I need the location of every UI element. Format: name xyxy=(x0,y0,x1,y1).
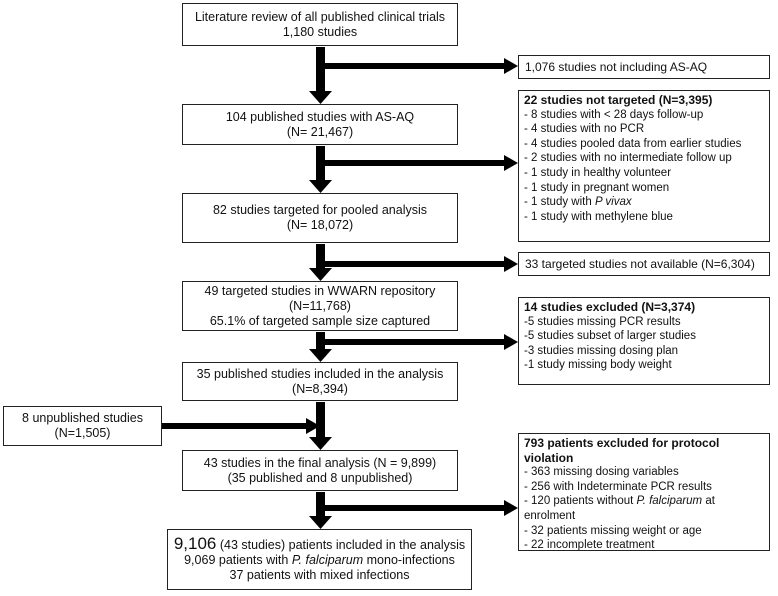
not-targeted-title: 22 studies not targeted (N=3,395) xyxy=(524,93,713,107)
box-targeted-studies: 82 studies targeted for pooled analysis … xyxy=(182,193,458,243)
arrow-head-4 xyxy=(309,349,332,362)
box-wwarn-repository: 49 targeted studies in WWARN repository … xyxy=(182,281,458,331)
final-line-2: (35 published and 8 unpublished) xyxy=(227,470,413,485)
excluded-item: -5 studies missing PCR results xyxy=(524,315,681,328)
side-arrow-shaft-4 xyxy=(320,339,506,345)
box-literature-review: Literature review of all published clini… xyxy=(182,3,458,46)
side-arrow-shaft-6 xyxy=(320,505,506,511)
side-arrow-head-3 xyxy=(504,256,518,272)
not-targeted-item: - 4 studies pooled data from earlier stu… xyxy=(524,137,742,150)
patients-line-2-species: P. falciparum xyxy=(291,553,364,567)
protocol-item: - 363 missing dosing variables xyxy=(524,466,679,479)
not-available-text: 33 targeted studies not available (N=6,3… xyxy=(525,257,755,271)
repository-line-3: 65.1% of targeted sample size captured xyxy=(209,313,431,328)
asaq-line-1: 104 published studies with AS-AQ xyxy=(225,109,415,124)
patients-count: 9,106 xyxy=(173,534,217,553)
protocol-item: - 22 incomplete treatment xyxy=(524,539,655,552)
side-arrow-head-4 xyxy=(504,334,518,350)
not-targeted-item: - 4 studies with no PCR xyxy=(524,123,645,136)
lit-review-line-2: 1,180 studies xyxy=(282,24,358,39)
patients-line-1: 9,106 (43 studies) patients included in … xyxy=(173,534,466,553)
pf-species: P. falciparum xyxy=(636,495,703,508)
targeted-line-2: (N= 18,072) xyxy=(286,218,354,232)
arrow-shaft-3 xyxy=(316,244,325,270)
patients-line-2: 9,069 patients with P. falciparum mono-i… xyxy=(184,553,455,568)
side-arrow-shaft-1 xyxy=(320,63,506,69)
arrow-head-6 xyxy=(309,516,332,529)
not-targeted-item: - 1 study in healthy volunteer xyxy=(524,166,672,179)
box-published-included: 35 published studies included in the ana… xyxy=(182,362,458,401)
final-line-1: 43 studies in the final analysis (N = 9,… xyxy=(203,455,437,470)
box-no-asaq: 1,076 studies not including AS-AQ xyxy=(518,55,770,79)
arrow-shaft-5 xyxy=(316,402,325,439)
patients-line-3: 37 patients with mixed infections xyxy=(229,568,410,582)
side-arrow-shaft-5 xyxy=(162,423,308,429)
not-targeted-item: - 1 study with methylene blue xyxy=(524,210,673,223)
box-studies-with-asaq: 104 published studies with AS-AQ (N= 21,… xyxy=(182,104,458,145)
vivax-species: P vivax xyxy=(594,196,632,209)
box-not-available: 33 targeted studies not available (N=6,3… xyxy=(518,252,770,276)
protocol-title: 793 patients excluded for protocol viola… xyxy=(524,436,720,465)
arrow-head-2 xyxy=(309,180,332,193)
box-patients-included: 9,106 (43 studies) patients included in … xyxy=(167,529,472,590)
patients-count-rest: (43 studies) patients included in the an… xyxy=(216,538,466,552)
box-studies-excluded: 14 studies excluded (N=3,374) -5 studies… xyxy=(518,297,770,385)
arrow-head-5 xyxy=(309,437,332,450)
excluded-item: -3 studies missing dosing plan xyxy=(524,344,679,357)
lit-review-line-1: Literature review of all published clini… xyxy=(194,9,446,24)
arrow-head-1 xyxy=(309,91,332,104)
box-unpublished: 8 unpublished studies (N=1,505) xyxy=(3,406,162,446)
side-arrow-head-2 xyxy=(504,155,518,171)
arrow-shaft-1 xyxy=(316,47,325,93)
pf-post: at xyxy=(702,495,715,508)
pf-pre: - 120 patients without xyxy=(524,495,637,508)
excluded-item: -5 studies subset of larger studies xyxy=(524,330,696,343)
side-arrow-head-5 xyxy=(306,418,320,434)
repository-line-2: (N=11,768) xyxy=(289,298,351,313)
asaq-line-2: (N= 21,467) xyxy=(286,124,354,139)
patients-line-2-post: mono-infections xyxy=(363,553,455,567)
protocol-item: - 256 with Indeterminate PCR results xyxy=(524,480,712,493)
not-targeted-item: - 2 studies with no intermediate follow … xyxy=(524,152,732,165)
patients-line-2-pre: 9,069 patients with xyxy=(184,553,292,567)
not-targeted-item: - 8 studies with < 28 days follow-up xyxy=(524,108,704,121)
box-protocol-violation: 793 patients excluded for protocol viola… xyxy=(518,433,770,551)
repository-line-1: 49 targeted studies in WWARN repository xyxy=(204,283,436,298)
excluded-title: 14 studies excluded (N=3,374) xyxy=(524,300,696,314)
arrow-head-3 xyxy=(309,268,332,281)
published-line-2: (N=8,394) xyxy=(292,381,348,396)
not-targeted-item-vivax: - 1 study with P vivax xyxy=(524,195,764,210)
no-asaq-text: 1,076 studies not including AS-AQ xyxy=(525,60,708,74)
vivax-pre: - 1 study with xyxy=(524,196,595,209)
unpublished-line-2: (N=1,505) xyxy=(54,426,111,440)
excluded-item: -1 study missing body weight xyxy=(524,359,672,372)
protocol-item-pf: - 120 patients without P. falciparum at xyxy=(524,494,764,509)
targeted-line-1: 82 studies targeted for pooled analysis xyxy=(212,203,428,217)
published-line-1: 35 published studies included in the ana… xyxy=(196,366,444,381)
protocol-item-pf-continued: enrolment xyxy=(524,509,576,522)
protocol-item: - 32 patients missing weight or age xyxy=(524,524,702,537)
side-arrow-shaft-3 xyxy=(320,261,506,267)
not-targeted-item: - 1 study in pregnant women xyxy=(524,181,670,194)
unpublished-line-1: 8 unpublished studies xyxy=(22,411,143,425)
side-arrow-shaft-2 xyxy=(320,160,506,166)
side-arrow-head-6 xyxy=(504,500,518,516)
box-final-analysis: 43 studies in the final analysis (N = 9,… xyxy=(182,450,458,491)
side-arrow-head-1 xyxy=(504,58,518,74)
box-not-targeted: 22 studies not targeted (N=3,395) - 8 st… xyxy=(518,90,770,242)
